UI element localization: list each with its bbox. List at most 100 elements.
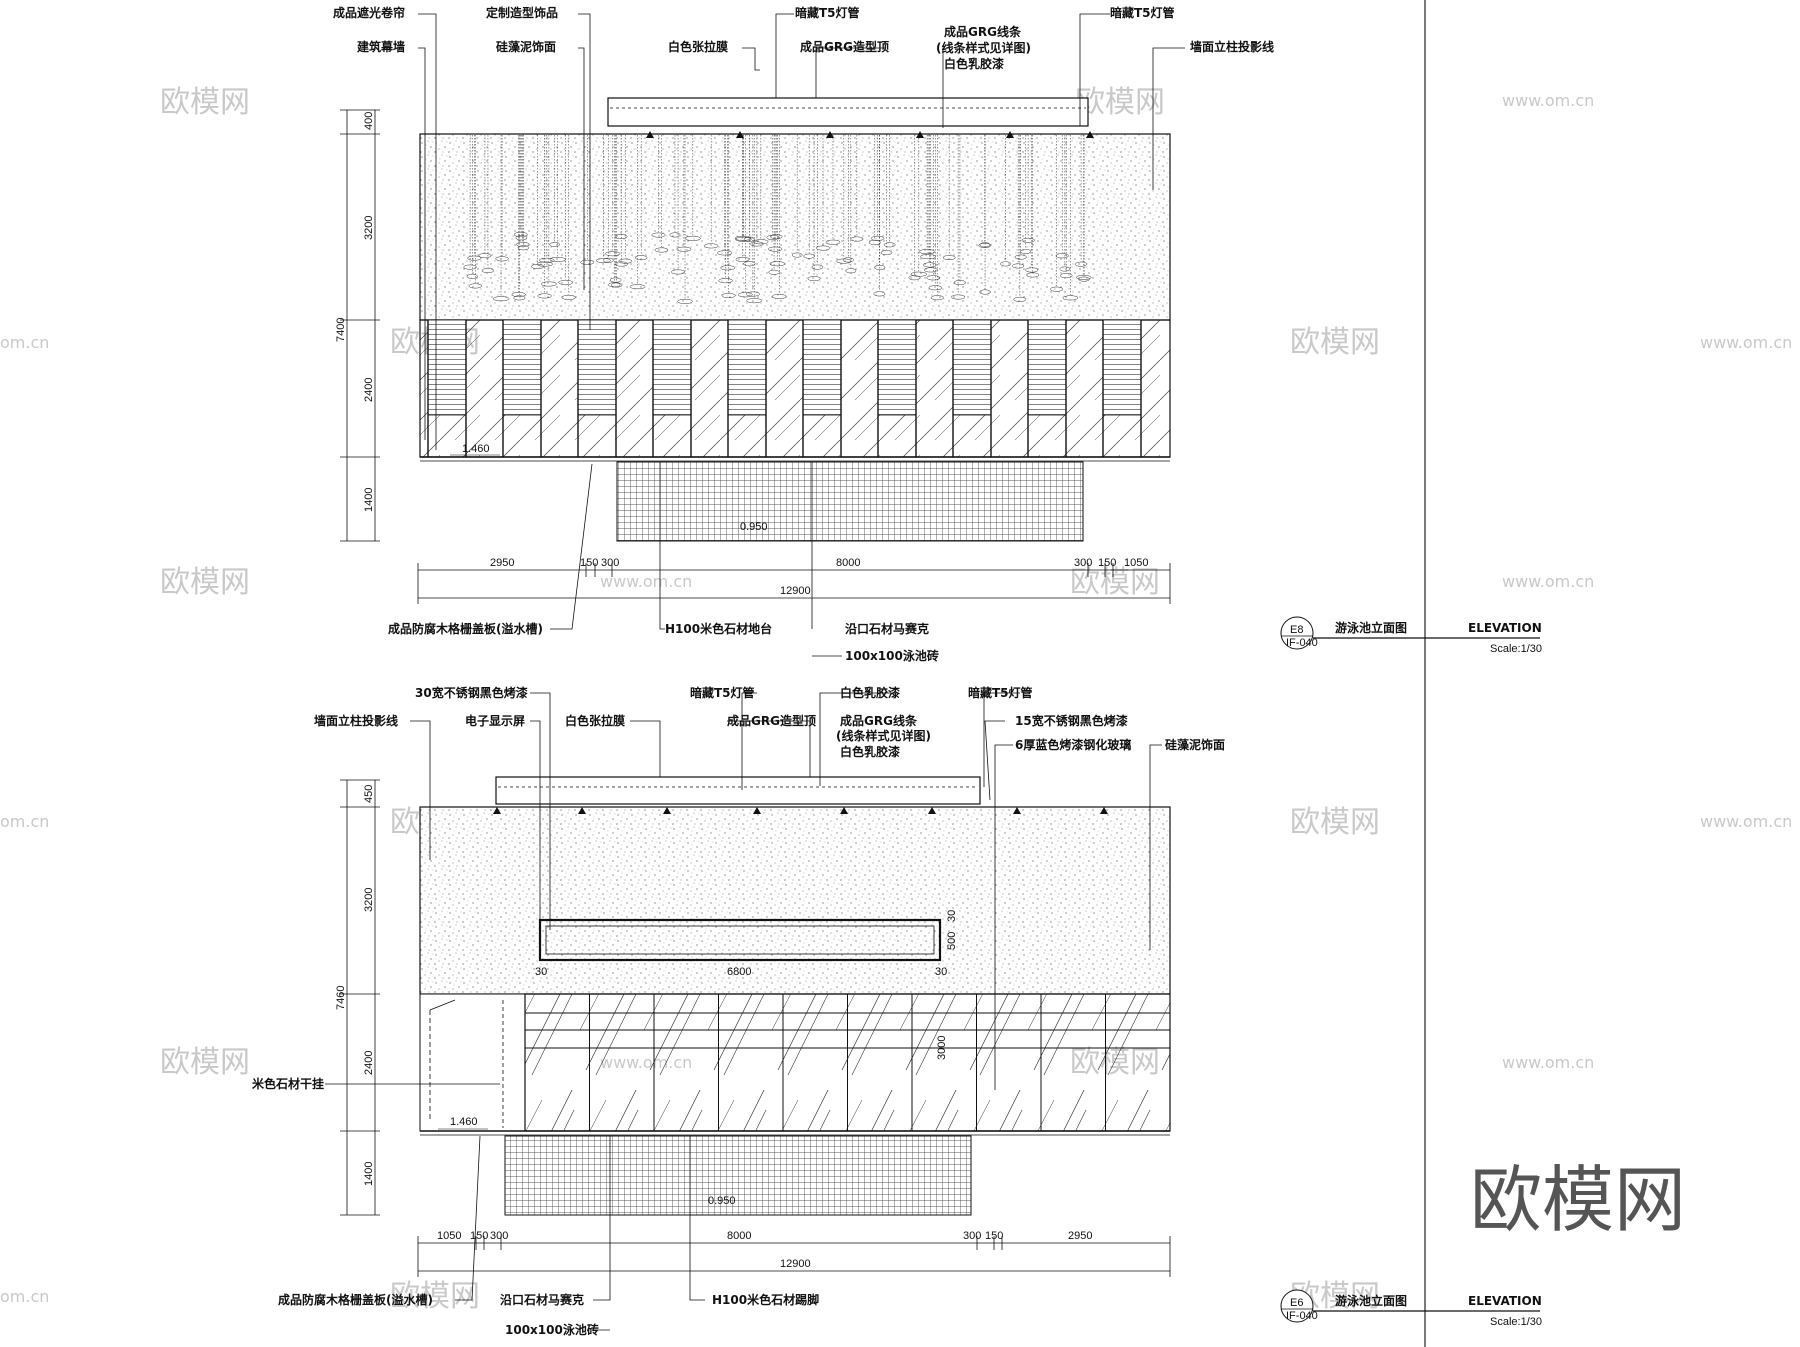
watermark-brand: 欧模网: [1070, 565, 1160, 600]
diatom-wall: [419, 806, 1171, 995]
fish-ornament: [771, 293, 787, 299]
fish-ornament: [953, 280, 966, 285]
title-cn: 游泳池立面图: [1335, 620, 1407, 635]
fish-ornament: [926, 275, 941, 281]
hdim: 8000: [836, 557, 860, 569]
pool-tiles: [616, 461, 1084, 542]
fish-ornament: [873, 291, 886, 297]
label-diatom-finish: 硅藻泥饰面: [1165, 737, 1225, 752]
label-stretch-membrane: 白色张拉膜: [668, 39, 728, 54]
fish-ornament: [561, 294, 576, 300]
watermark-url: www.om.cn: [1700, 333, 1792, 352]
screen-dim: 30: [535, 966, 547, 978]
fish-ornament: [803, 253, 815, 259]
fish-ornament: [671, 269, 686, 275]
fish-ornament: [850, 236, 864, 242]
level-pool: 0.950: [708, 1195, 736, 1207]
fish-ornament: [537, 293, 552, 299]
fish-ornament: [1078, 276, 1090, 282]
watermark-brand: 欧模网: [1075, 85, 1165, 120]
fish-ornament: [718, 278, 733, 284]
fish-ornament: [1013, 296, 1027, 302]
tag-e8-sub: IF-040: [1286, 637, 1318, 649]
fish-ornament: [836, 258, 852, 264]
fish-ornament: [610, 277, 622, 283]
fish-ornament: [1020, 249, 1032, 254]
pool-tiles: [504, 1135, 972, 1216]
blind-slat: [502, 319, 542, 416]
hdim: 2950: [490, 557, 514, 569]
fish-ornament: [930, 295, 944, 301]
fish-ornament: [541, 281, 557, 287]
blind-slat: [877, 319, 917, 416]
label-grg-ceiling: 成品GRG造型顶: [800, 39, 889, 54]
fish-ornament: [908, 275, 921, 281]
hdim: 1050: [437, 1230, 461, 1242]
fish-ornament: [880, 250, 893, 256]
e8-leaders: [418, 13, 1185, 657]
fish-ornament: [513, 295, 526, 301]
watermark-brand-large: 欧模网: [1470, 1158, 1686, 1242]
blind-slat: [1027, 319, 1067, 416]
screen-dim: 30: [935, 966, 947, 978]
hdim: 150: [580, 557, 598, 569]
screen-dim: 3000: [936, 1036, 948, 1060]
elevation-e8: 0.950 1.460 400 3200 2400 1400 7400 2950…: [333, 5, 1542, 663]
label-grg-line: 成品GRG线条: [840, 713, 918, 728]
label-pool-tile: 100x100泳池砖: [845, 648, 939, 663]
title-en: ELEVATION: [1468, 621, 1542, 635]
watermark-url: om.cn: [0, 333, 49, 352]
blind-slat: [427, 319, 467, 416]
vdim: 1400: [363, 488, 375, 512]
hdim: 300: [1074, 557, 1092, 569]
fish-ornament: [807, 276, 821, 282]
level-top: 1.460: [450, 1116, 478, 1128]
watermark-url: www.om.cn: [1700, 812, 1792, 831]
horizontal-dims: [417, 1236, 1171, 1277]
title-en: ELEVATION: [1468, 1294, 1542, 1308]
fish-ornament: [868, 240, 881, 245]
fish-ornament: [979, 289, 991, 295]
fish-ornament: [478, 253, 492, 259]
fish-ornament: [1062, 295, 1079, 301]
fish-ornament: [651, 232, 666, 238]
fish-ornament: [743, 261, 756, 267]
label-latex-paint: 白色乳胶漆: [840, 685, 900, 700]
label-t5-light: 暗藏T5灯管: [1110, 5, 1175, 20]
fish-ornament: [1000, 261, 1012, 267]
diatom-wall: [419, 133, 1171, 321]
electronic-screen: [538, 918, 942, 962]
watermark-brand: 欧模网: [160, 1045, 250, 1080]
label-mosaic: 沿口石材马赛克: [499, 1292, 584, 1307]
screen-dim: 30: [946, 910, 958, 922]
label-diatom-finish: 硅藻泥饰面: [496, 39, 556, 54]
fish-ornament: [721, 293, 736, 299]
label-column-line: 墙面立柱投影线: [314, 713, 398, 728]
fish-ornament: [750, 241, 764, 247]
fish-ornament: [549, 242, 560, 247]
fish-ornament: [515, 235, 528, 241]
fish-ornaments: [463, 135, 1092, 304]
hdim: 150: [1098, 557, 1116, 569]
e6-leaders: [325, 692, 1162, 1331]
level-top: 1.460: [462, 443, 490, 455]
fish-ornament: [468, 283, 482, 289]
fish-ornament: [614, 261, 629, 267]
scale: Scale:1/30: [1490, 643, 1542, 655]
fish-ornament: [769, 261, 786, 267]
curtain-slats: [427, 319, 1142, 457]
label-grg-ceiling: 成品GRG造型顶: [727, 713, 816, 728]
fish-ornament: [883, 242, 896, 248]
fish-ornament: [734, 235, 752, 241]
fish-ornament: [746, 298, 763, 304]
label-blue-glass: 6厚蓝色烤漆钢化玻璃: [1015, 737, 1131, 752]
title-block-e6: E6 IF-040 游泳池立面图 ELEVATION Scale:1/30: [1280, 1289, 1542, 1328]
light-markers: [493, 807, 1108, 814]
fish-ornament: [918, 249, 936, 255]
fish-ornament: [511, 292, 526, 297]
fish-ornament: [1026, 272, 1040, 278]
hdim: 300: [601, 557, 619, 569]
label-blackout-blind: 成品遮光卷帘: [333, 5, 405, 20]
watermark-brand: 欧模网: [160, 85, 250, 120]
